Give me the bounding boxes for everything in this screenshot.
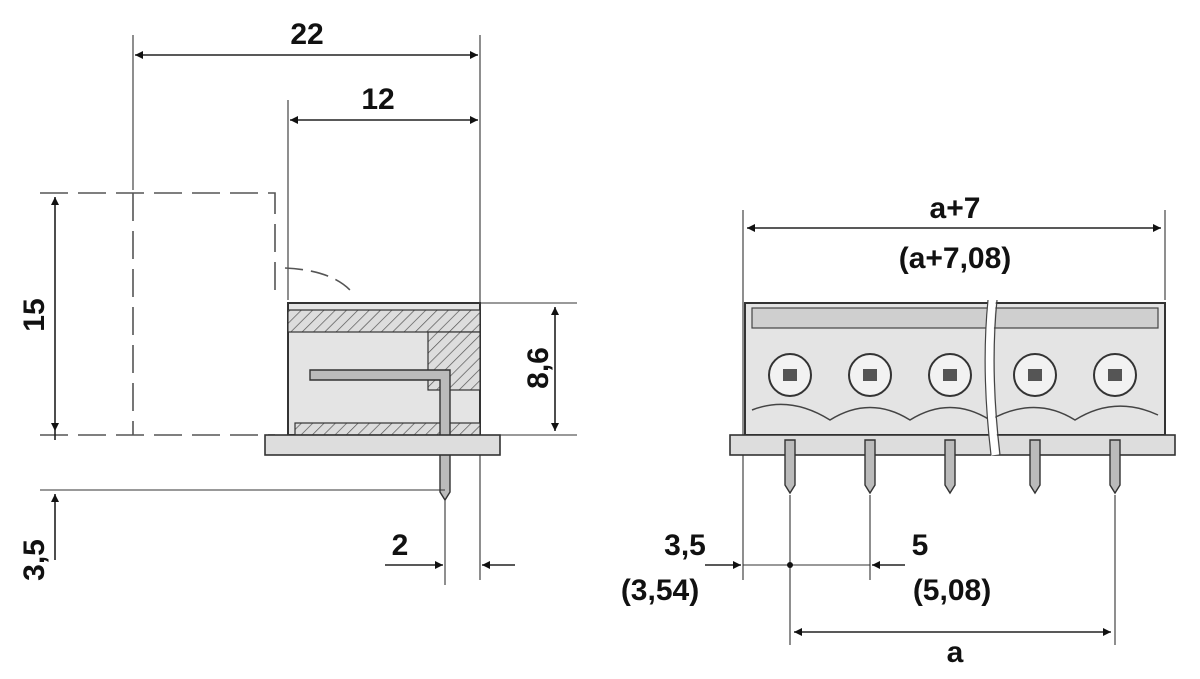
front-view: a+7 (a+7,08) 3,5 (3,54) 5 (5,08) a bbox=[621, 192, 1176, 669]
label-a: a bbox=[947, 636, 964, 669]
label-5: 5 bbox=[912, 529, 929, 562]
label-3-5-front: 3,5 bbox=[664, 529, 706, 562]
side-view: 22 12 15 8,6 3,5 2 bbox=[18, 18, 577, 585]
plug-outline-dashed bbox=[40, 192, 276, 436]
screws bbox=[768, 353, 1137, 397]
pcb-side bbox=[264, 434, 501, 456]
label-8-6: 8,6 bbox=[522, 347, 555, 389]
label-2: 2 bbox=[392, 529, 409, 562]
label-22: 22 bbox=[290, 18, 323, 51]
label-5-08: (5,08) bbox=[913, 574, 991, 607]
pins bbox=[784, 439, 1121, 495]
label-12: 12 bbox=[361, 83, 394, 116]
break-line bbox=[984, 299, 1001, 456]
label-3-5-side: 3,5 bbox=[18, 539, 51, 581]
pin-side bbox=[309, 369, 451, 502]
label-3-54: (3,54) bbox=[621, 574, 699, 607]
label-15: 15 bbox=[18, 298, 51, 331]
label-a-plus-7-08: (a+7,08) bbox=[899, 242, 1012, 275]
label-a-plus-7: a+7 bbox=[930, 192, 981, 225]
